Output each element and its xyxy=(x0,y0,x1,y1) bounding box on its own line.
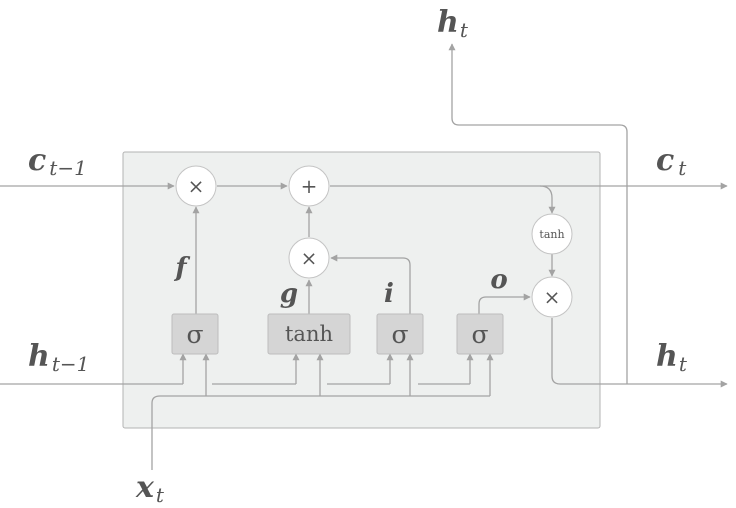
add-icon: + xyxy=(301,174,318,198)
input-gate-arrow xyxy=(330,254,411,314)
input-multiply-op: × xyxy=(288,237,330,279)
output-multiply-op: × xyxy=(531,276,573,318)
forget-gate-symbol: σ xyxy=(186,320,203,349)
multiply-icon: × xyxy=(188,174,205,198)
input-gate: σ xyxy=(376,313,424,355)
h-out-arrow xyxy=(551,318,728,388)
multiply-icon: × xyxy=(301,246,318,270)
tanh-label: tanh xyxy=(539,228,564,241)
candidate-label: g xyxy=(280,279,298,309)
h-out-label: ht xyxy=(656,339,688,376)
c-to-tanh-arrow xyxy=(539,185,556,214)
h-top-label: ht xyxy=(437,5,469,42)
output-label: o xyxy=(490,265,507,295)
output-gate-arrow xyxy=(478,293,531,314)
h-top-arrow xyxy=(448,43,628,384)
multiply-icon: × xyxy=(544,285,561,309)
cell-tanh-op: tanh xyxy=(531,213,573,255)
forget-multiply-op: × xyxy=(175,165,217,207)
output-gate: σ xyxy=(456,313,504,355)
x-line xyxy=(151,395,490,470)
lstm-cell-box xyxy=(122,151,601,429)
output-gate-symbol: σ xyxy=(471,320,488,349)
forget-gate: σ xyxy=(171,313,219,355)
forget-label: f xyxy=(173,253,190,283)
cell-add-op: + xyxy=(288,165,330,207)
candidate-gate-symbol: tanh xyxy=(285,322,333,346)
candidate-gate: tanh xyxy=(267,313,351,355)
input-label: i xyxy=(384,279,394,309)
input-gate-symbol: σ xyxy=(391,320,408,349)
